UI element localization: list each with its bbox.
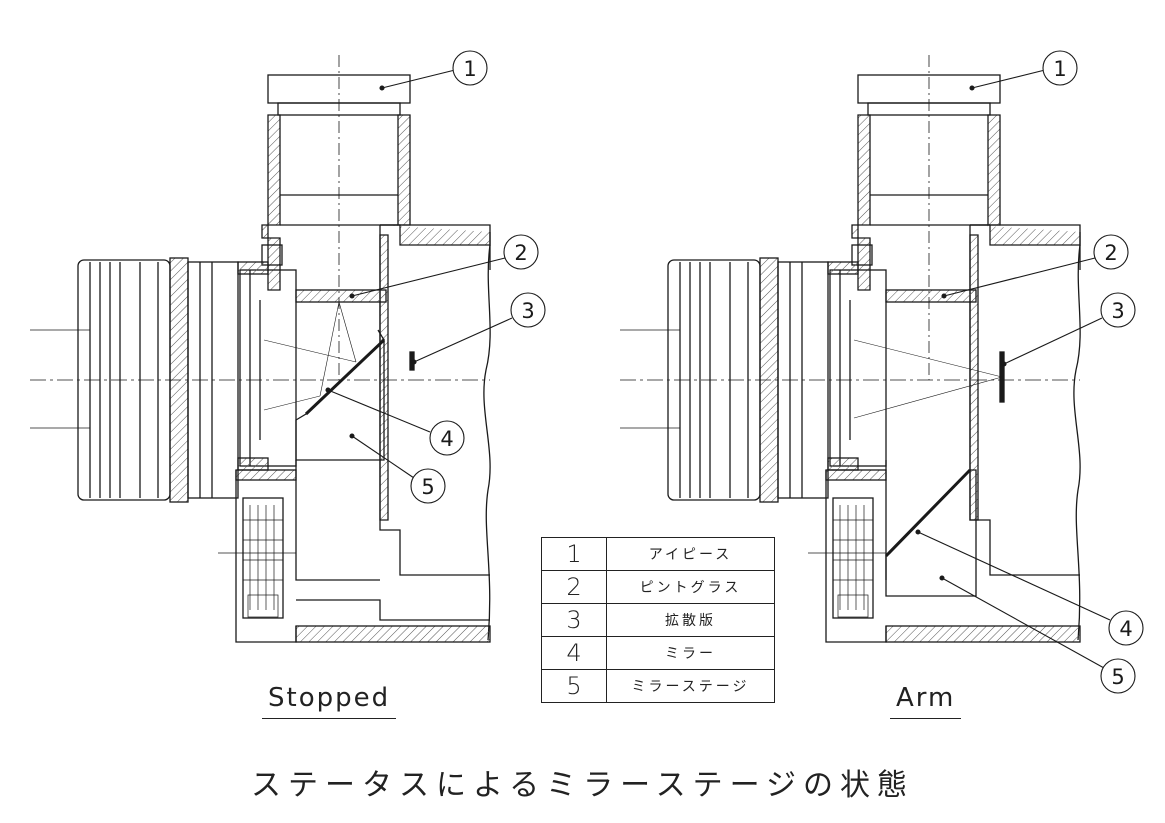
callout-number: 3 [521,299,534,323]
legend-name: ミラーステージ [606,669,775,703]
callout-2-left: 2 [349,234,539,299]
callout-number: 4 [1119,617,1132,641]
callout-4-left: 4 [325,387,465,456]
legend-row: 4 ミラー [541,636,775,670]
focus-screen [295,289,387,303]
body-housing [380,224,491,270]
legend-name: ミラー [606,636,775,670]
legend-number: 4 [541,636,607,670]
legend-name: 拡散版 [606,603,775,637]
legend-row: 2 ピントグラス [541,570,775,604]
callout-1-right: 1 [969,50,1078,91]
callout-number: 1 [463,57,476,81]
eyepiece-wall-right [397,114,411,226]
callout-3-left: 3 [411,292,546,365]
mirror-stage-right [885,469,977,597]
callout-number: 1 [1053,57,1066,81]
parts-legend-table: 1 アイピース 2 ピントグラス 3 拡散版 4 ミラー 5 ミラーステージ [541,537,775,703]
arm-view [620,55,1081,643]
legend-name: アイピース [606,537,775,571]
callout-number: 4 [440,427,453,451]
callout-number: 3 [1111,299,1124,323]
caption-arm: Arm [889,683,962,719]
mount-flange [239,269,297,467]
callout-number: 2 [1104,241,1117,265]
wavy-break-right [1073,244,1081,641]
callout-3-right: 3 [1001,292,1136,367]
callout-number: 5 [421,475,434,499]
callout-number: 2 [514,241,527,265]
legend-number: 5 [541,669,607,703]
diagram-title: ステータスによるミラーステージの状態 [251,768,914,803]
callout-2-right: 2 [941,234,1129,299]
callout-1-left: 1 [379,50,488,91]
caption-stopped: Stopped [261,683,397,719]
callout-number: 5 [1111,665,1124,689]
legend-name: ピントグラス [606,570,775,604]
eyepiece-wall-left [261,114,281,291]
callout-5-left: 5 [349,433,446,504]
legend-row: 3 拡散版 [541,603,775,637]
legend-number: 3 [541,603,607,637]
wavy-break-left [483,244,491,641]
legend-row: 1 アイピース [541,537,775,571]
bottom-plate [295,625,491,643]
legend-number: 1 [541,537,607,571]
callout-5-right: 5 [939,575,1136,694]
legend-number: 2 [541,570,607,604]
callout-4-right: 4 [915,529,1144,646]
stopped-view [30,55,491,643]
mechanism-block [242,497,284,619]
legend-row: 5 ミラーステージ [541,669,775,703]
